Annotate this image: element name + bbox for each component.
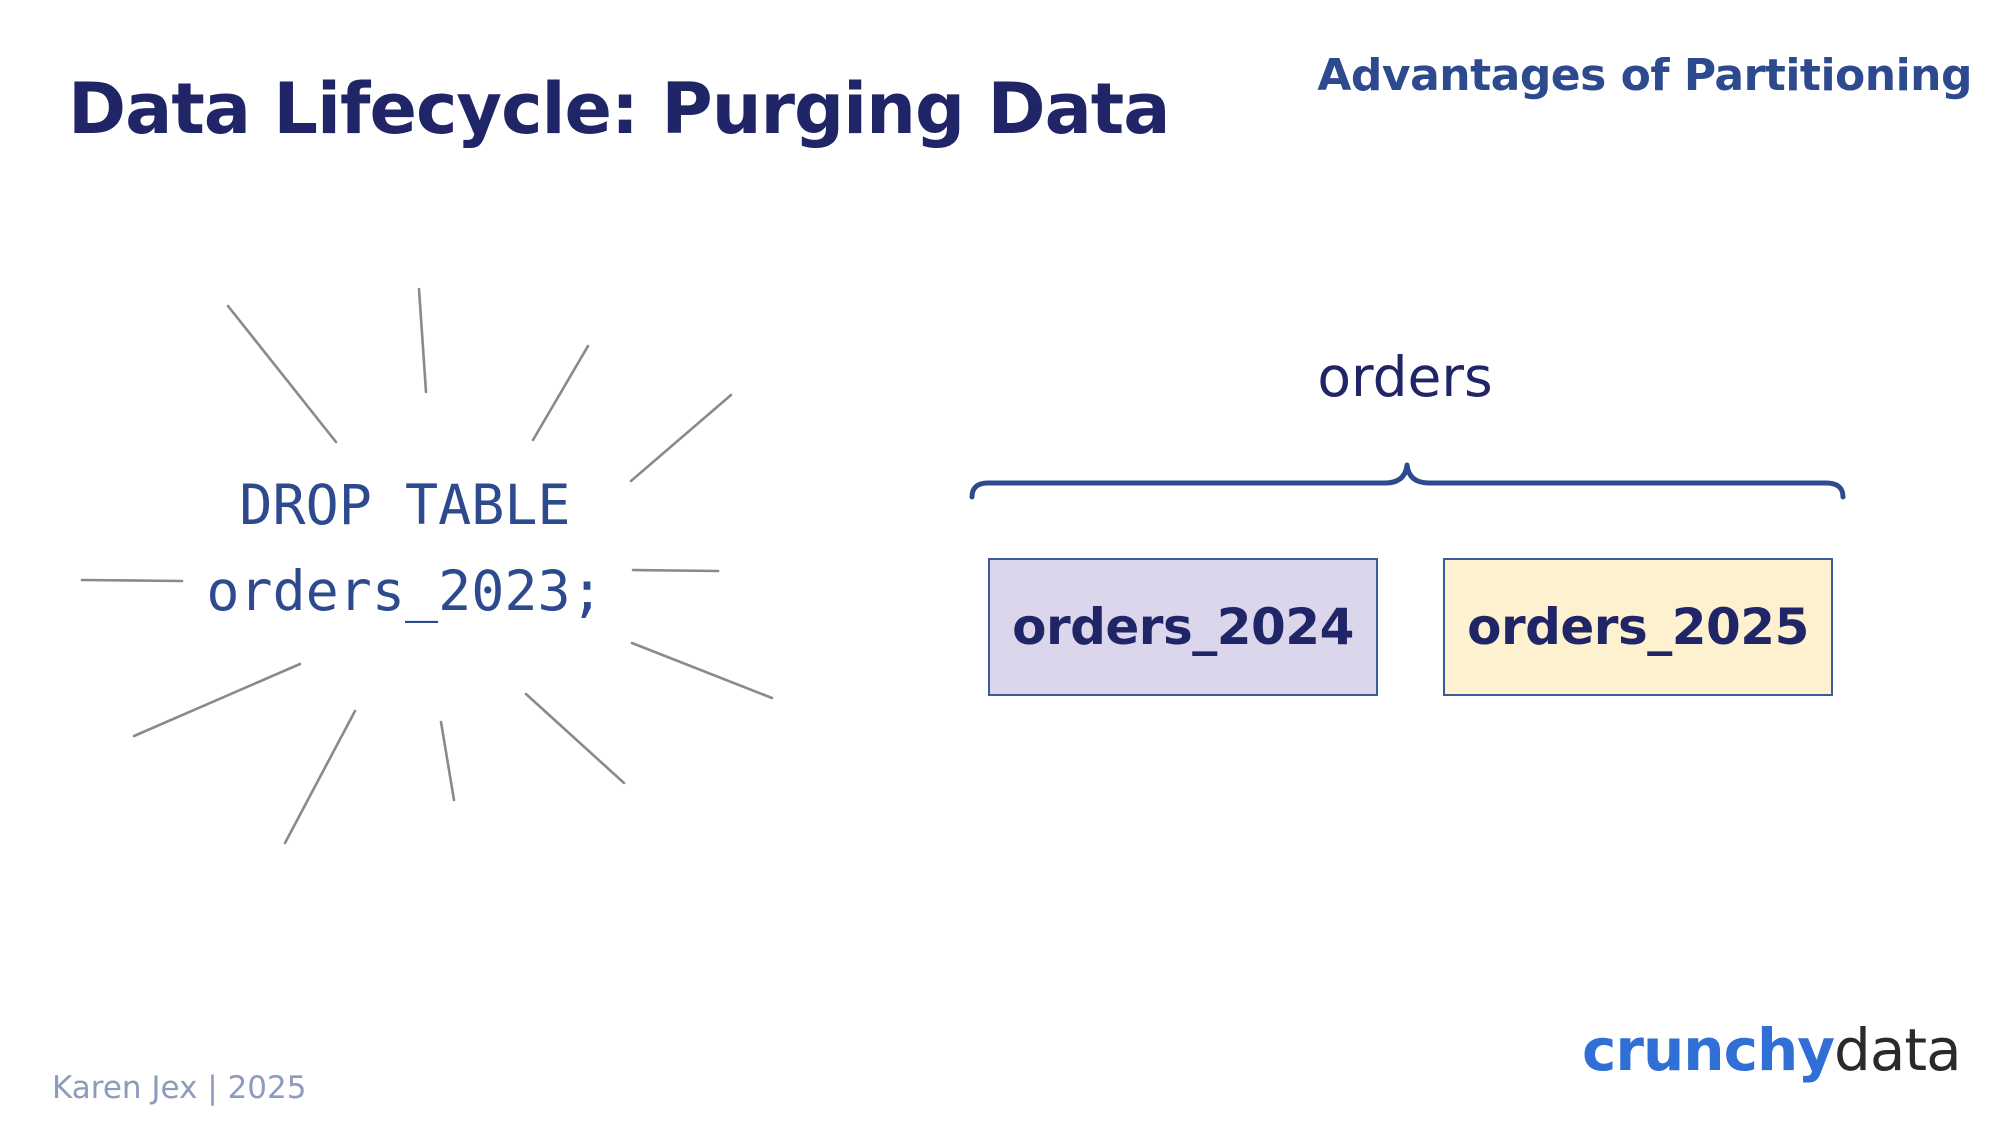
burst-line [80, 578, 184, 583]
slide-title: Data Lifecycle: Purging Data [68, 68, 1171, 150]
burst-line [629, 393, 733, 483]
drop-table-statement: DROP TABLE orders_2023; [170, 462, 640, 634]
burst-line [631, 568, 720, 573]
burst-line [417, 287, 428, 394]
burst-line [524, 692, 626, 785]
burst-line [630, 641, 774, 700]
partition-box-orders-2025: orders_2025 [1443, 558, 1833, 696]
burst-line [283, 709, 357, 845]
logo-word-data: data [1834, 1016, 1962, 1084]
footer-author: Karen Jex | 2025 [52, 1070, 307, 1106]
statement-line-2: orders_2023; [206, 559, 604, 623]
partition-label: orders_2024 [1012, 598, 1354, 656]
logo-word-crunchy: crunchy [1582, 1016, 1835, 1084]
section-heading: Advantages of Partitioning [1317, 50, 1972, 101]
burst-line [132, 662, 302, 738]
burst-line [439, 720, 456, 802]
burst-line [531, 344, 590, 442]
parent-table-label: orders [1317, 345, 1493, 409]
burst-line [226, 304, 338, 444]
partition-box-orders-2024: orders_2024 [988, 558, 1378, 696]
crunchy-data-logo: crunchydata [1582, 1016, 1962, 1084]
partition-label: orders_2025 [1467, 598, 1809, 656]
statement-line-1: DROP TABLE [239, 473, 571, 537]
